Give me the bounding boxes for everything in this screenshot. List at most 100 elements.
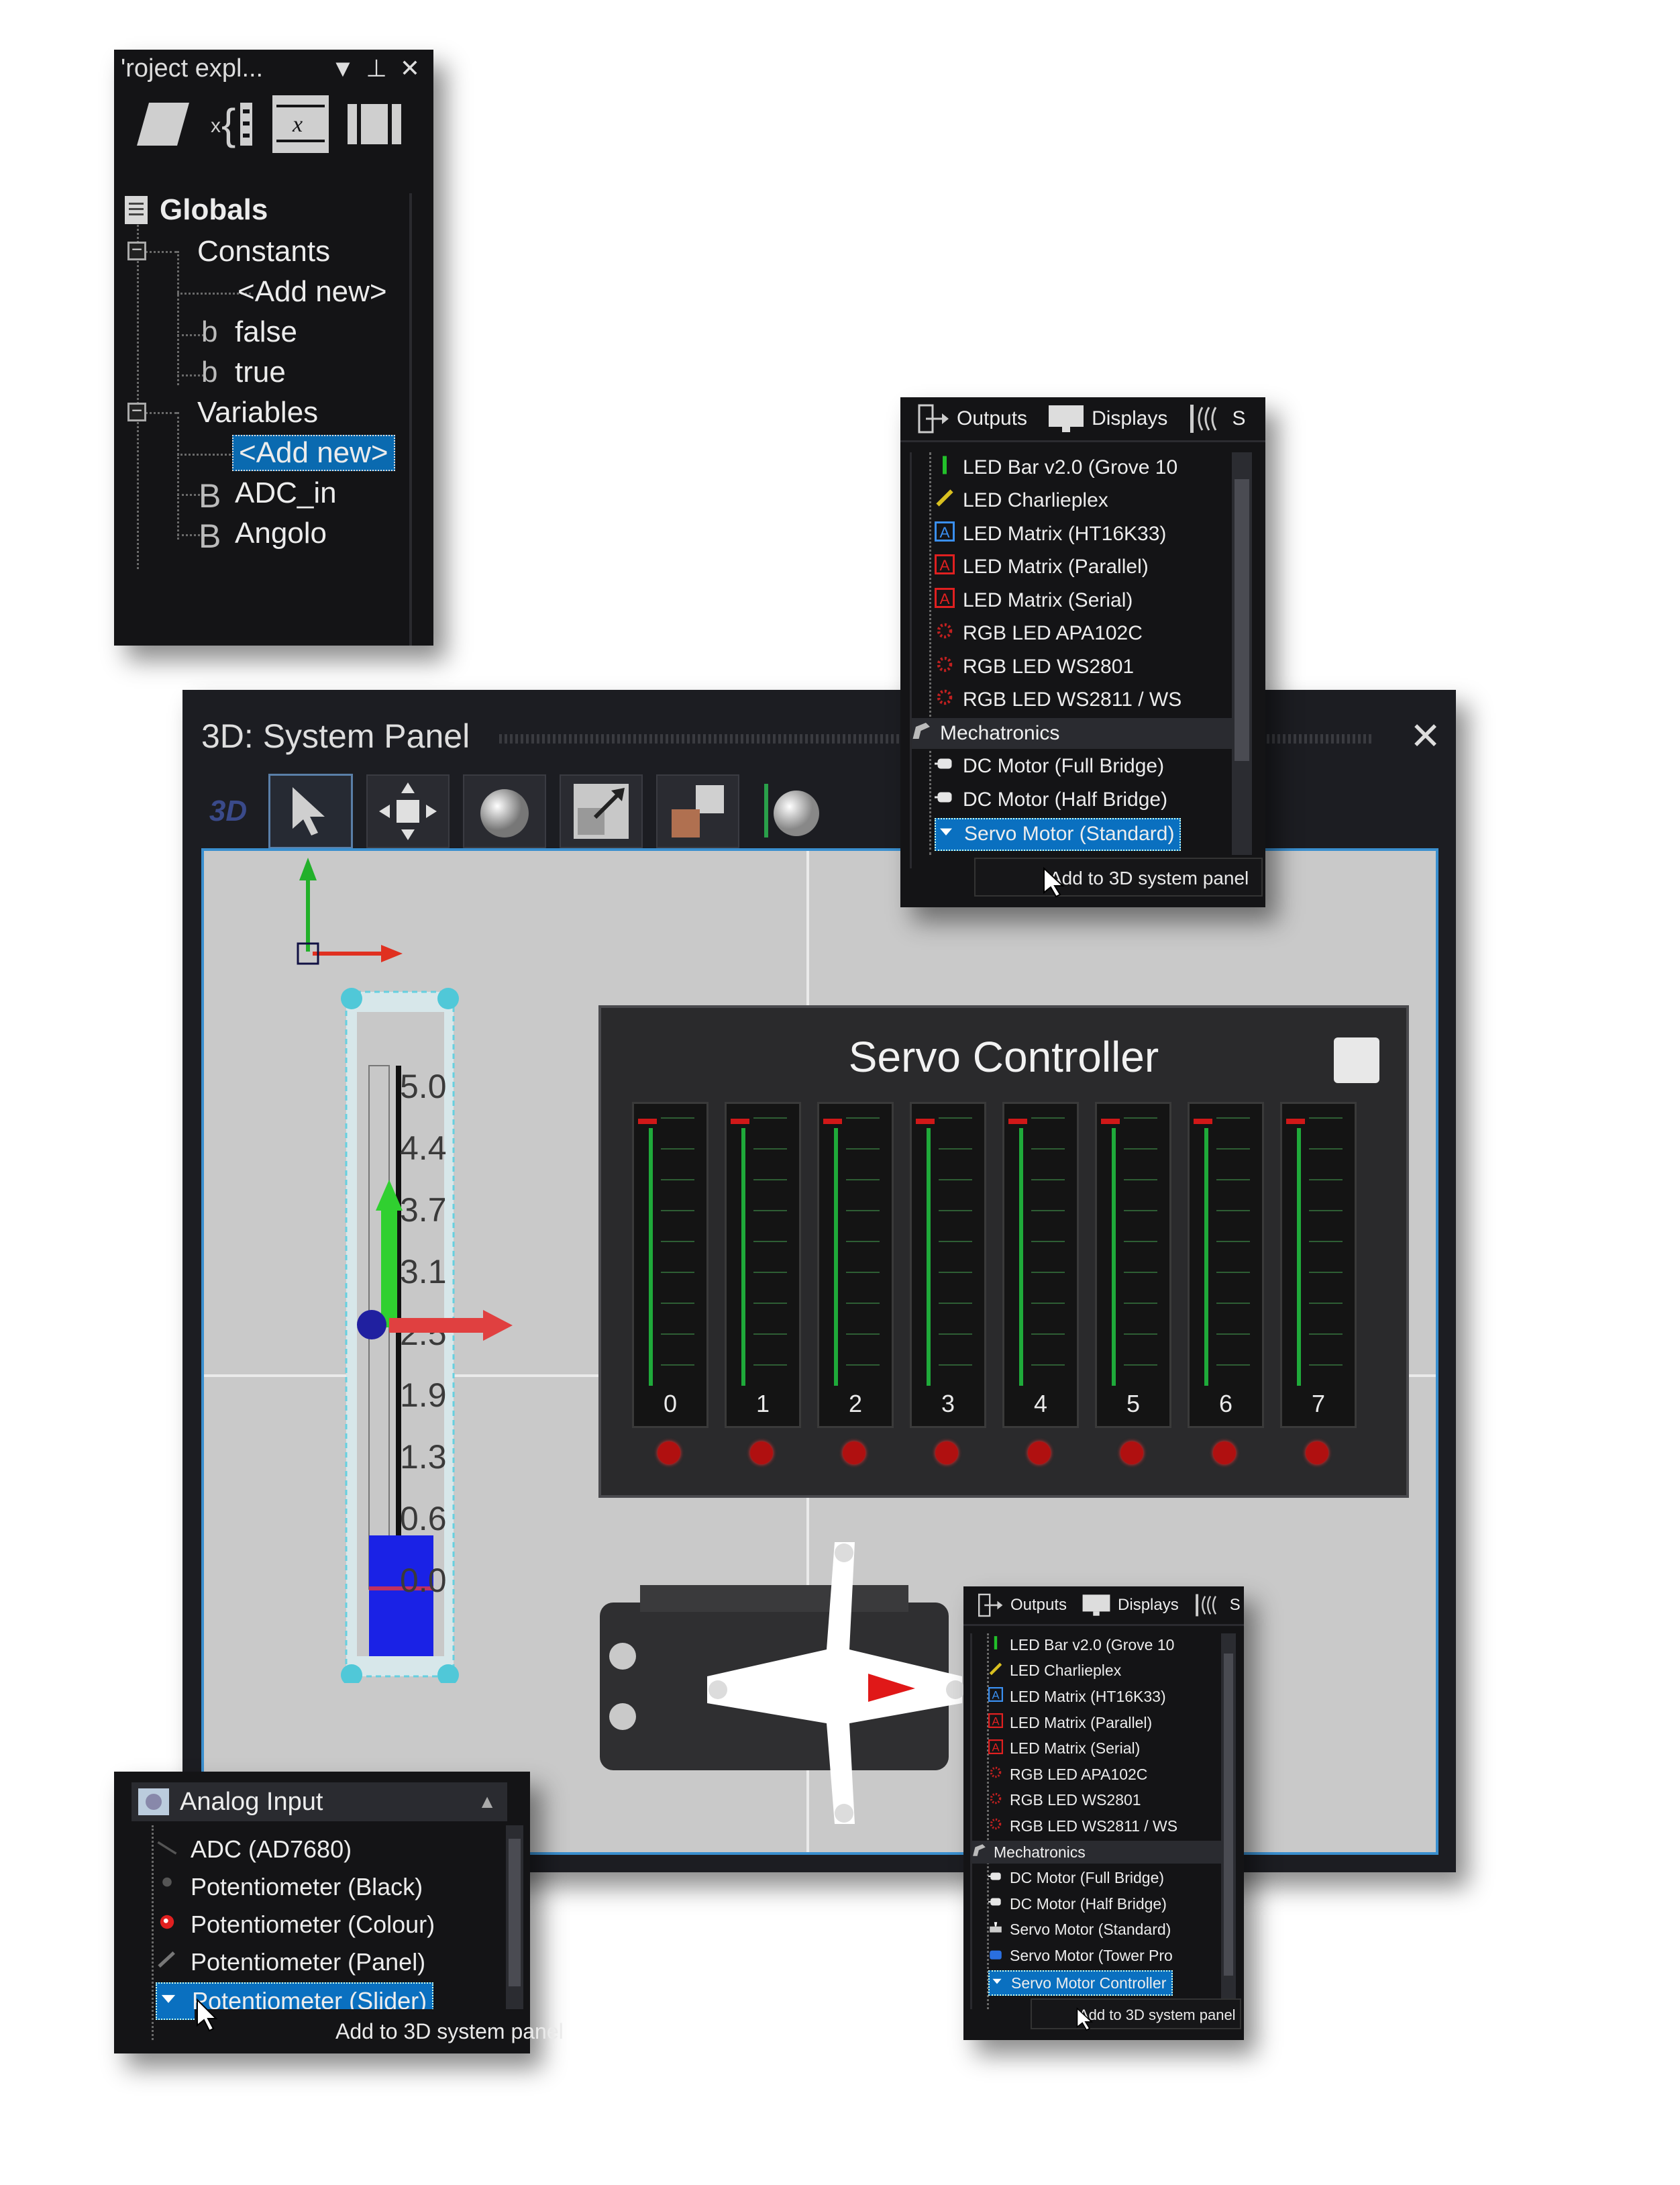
scale-label: 4.4 <box>400 1129 447 1167</box>
servo-channel: 0 <box>632 1102 708 1428</box>
list-item[interactable]: RGB LED APA102C <box>935 619 1148 650</box>
list-item[interactable]: RGB LED WS2801 <box>988 1789 1147 1813</box>
list-item-label: Servo Motor Controller <box>1011 1974 1167 1992</box>
tree-item-angolo[interactable]: Angolo <box>235 517 327 550</box>
list-item[interactable]: LED Charlieplex <box>988 1660 1126 1683</box>
led-matrix-red-icon: A <box>988 1713 1003 1732</box>
scrollbar[interactable] <box>1232 452 1252 855</box>
list-item-label: RGB LED WS2811 / WS <box>963 689 1182 711</box>
list-item[interactable]: Servo Motor (Standard) <box>935 817 1182 851</box>
list-item[interactable]: RGB LED WS2801 <box>935 652 1139 682</box>
list-item[interactable]: Potentiometer (Panel) <box>156 1945 431 1980</box>
list-item[interactable]: RGB LED WS2811 / WS <box>935 685 1187 716</box>
variables-view-icon[interactable]: x{ <box>211 97 254 151</box>
list-item[interactable]: DC Motor (Half Bridge) <box>988 1892 1172 1916</box>
pointer-icon <box>293 787 325 835</box>
rotate-tool-button[interactable] <box>463 774 546 848</box>
tree-item-constants[interactable]: Constants <box>197 235 331 268</box>
channel-led <box>1120 1441 1143 1464</box>
servo-channel: 6 <box>1188 1102 1264 1428</box>
list-item-label: RGB LED APA102C <box>1010 1765 1148 1783</box>
tab-outputs[interactable]: Outputs <box>916 403 1027 435</box>
collapse-variables-icon[interactable]: − <box>127 401 146 421</box>
pin-icon[interactable]: ⊥ <box>366 54 387 82</box>
tree-item-false[interactable]: false <box>235 315 297 348</box>
sphere-icon <box>480 789 529 837</box>
list-item[interactable]: Servo Motor Controller <box>988 1970 1173 1996</box>
tab-displays-label: Displays <box>1118 1596 1179 1614</box>
list-item-label: LED Matrix (HT16K33) <box>1010 1687 1166 1705</box>
tab-outputs[interactable]: Outputs <box>977 1592 1067 1619</box>
close-icon[interactable]: ✕ <box>399 54 421 82</box>
list-item[interactable]: Servo Motor (Tower Pro <box>988 1944 1178 1968</box>
list-item[interactable]: RGB LED WS2811 / WS <box>988 1815 1183 1838</box>
dropdown-arrow-icon[interactable]: ▼ <box>331 54 355 82</box>
servo-controller[interactable]: Servo Controller 0 1 2 3 4 5 6 7 <box>598 1005 1409 1498</box>
tree-item-variables[interactable]: Variables <box>197 396 319 429</box>
list-item[interactable]: DC Motor (Half Bridge) <box>935 784 1173 815</box>
scale-tool-button[interactable] <box>560 774 643 848</box>
scrollbar[interactable] <box>506 1825 523 2027</box>
list-item-label: DC Motor (Full Bridge) <box>963 755 1165 778</box>
tab-displays[interactable]: Displays <box>1082 1593 1179 1617</box>
tree-item-adc-in[interactable]: ADC_in <box>235 476 337 509</box>
category-mechatronics[interactable]: Mechatronics <box>972 1840 1223 1864</box>
add-to-3d-tooltip[interactable]: Add to 3D system panel <box>195 2009 564 2053</box>
tab-sensors[interactable]: S <box>1188 402 1245 436</box>
list-item[interactable]: LED Bar v2.0 (Grove 10 <box>935 452 1183 483</box>
list-item[interactable]: Potentiometer (Colour) <box>156 1907 440 1942</box>
list-item[interactable]: LED Charlieplex <box>935 486 1114 517</box>
scale-label: 3.1 <box>400 1253 447 1290</box>
add-to-3d-tooltip[interactable]: Add to 3D system panel <box>1031 1998 1241 2029</box>
analog-input-header[interactable]: Analog Input ▲ <box>132 1782 507 1821</box>
tree-item-globals[interactable]: Globals <box>160 193 268 226</box>
servo-channel: 2 <box>817 1102 894 1428</box>
move-gizmo[interactable] <box>271 858 513 1408</box>
move-tool-button[interactable] <box>366 774 450 848</box>
chevron-down-icon[interactable] <box>990 1974 1004 1992</box>
tab-displays[interactable]: Displays <box>1047 404 1167 434</box>
tab-sensors[interactable]: S <box>1194 1592 1241 1619</box>
svg-text:A: A <box>940 524 950 541</box>
camera-tool-button[interactable] <box>656 774 739 848</box>
scrollbar[interactable] <box>1221 1633 1236 2009</box>
collapse-up-icon[interactable]: ▲ <box>478 1791 496 1812</box>
tree-item-add-new-variable[interactable]: <Add new> <box>232 435 395 471</box>
list-item[interactable]: LED Bar v2.0 (Grove 10 <box>988 1633 1179 1657</box>
chevron-down-icon[interactable] <box>936 821 956 847</box>
mouse-cursor-icon <box>1076 2007 1093 2031</box>
category-mechatronics[interactable]: Mechatronics <box>912 718 1234 749</box>
close-icon[interactable]: ✕ <box>1410 715 1441 757</box>
collapse-constants-icon[interactable]: − <box>127 240 146 260</box>
list-item[interactable]: ADC (AD7680) <box>156 1832 357 1867</box>
list-item-label: LED Bar v2.0 (Grove 10 <box>963 456 1178 478</box>
list-item[interactable]: DC Motor (Full Bridge) <box>935 752 1169 782</box>
tree-item-true[interactable]: true <box>235 356 286 389</box>
tree-item-add-new-constant[interactable]: <Add new> <box>238 275 387 308</box>
project-explorer-panel: 'roject expl... ▼ ⊥ ✕ x{ x − − Globals C… <box>114 50 433 646</box>
pot-black-icon <box>156 1873 178 1902</box>
chevron-down-icon[interactable] <box>157 1987 180 2016</box>
list-item[interactable]: Servo Motor (Standard) <box>988 1919 1176 1942</box>
select-tool-button[interactable] <box>268 774 353 849</box>
servo-motor[interactable] <box>600 1542 976 1824</box>
list-item-label: ADC (AD7680) <box>191 1835 352 1863</box>
macro-view-icon[interactable]: x <box>272 95 329 153</box>
led-matrix-blue-icon: A <box>935 521 955 547</box>
list-item[interactable]: DC Motor (Full Bridge) <box>988 1866 1169 1890</box>
add-to-3d-tooltip[interactable]: Add to 3D system panel <box>974 858 1263 897</box>
light-tool-button[interactable] <box>753 776 833 847</box>
list-item[interactable]: Potentiometer (Black) <box>156 1870 428 1904</box>
ports-view-icon[interactable] <box>348 99 401 150</box>
view-3d-button[interactable]: 3D <box>201 776 255 847</box>
list-item[interactable]: RGB LED APA102C <box>988 1763 1153 1786</box>
3d-viewport[interactable]: 5.0 4.4 3.7 3.1 2.5 1.9 1.3 0.6 0.0 Serv… <box>201 848 1438 1855</box>
component-view-icon[interactable] <box>136 99 192 150</box>
led-bar-icon <box>935 455 955 480</box>
